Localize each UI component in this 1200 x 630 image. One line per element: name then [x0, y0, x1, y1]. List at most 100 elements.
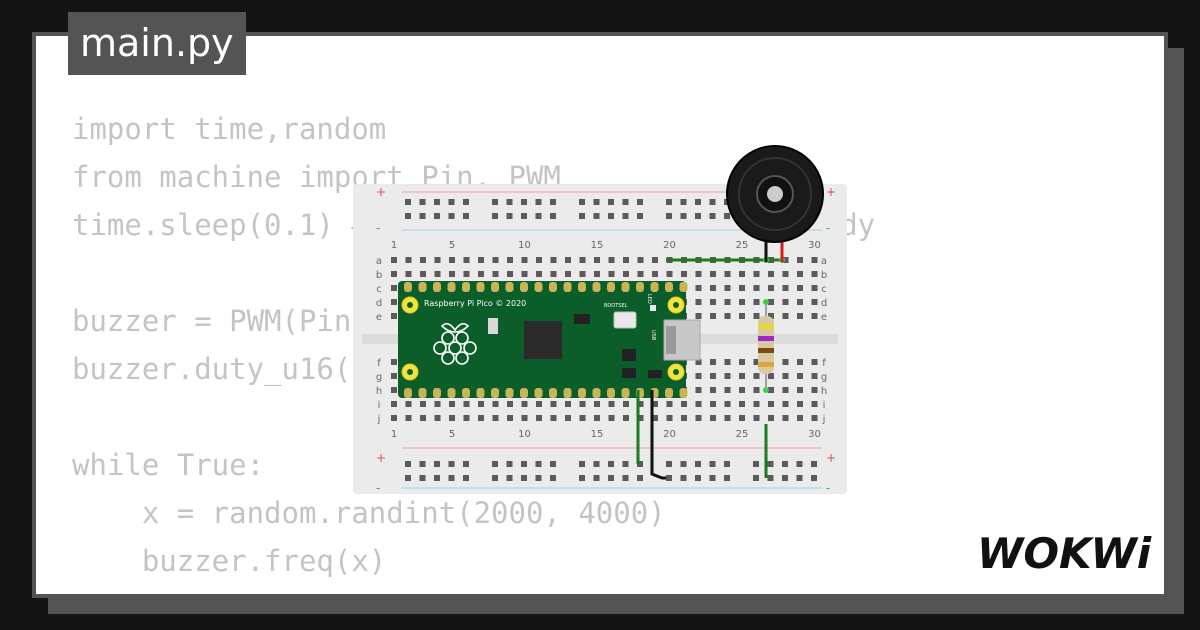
breadboard-hole[interactable]	[579, 257, 586, 263]
breadboard-hole[interactable]	[535, 475, 542, 481]
breadboard-hole[interactable]	[695, 299, 702, 305]
breadboard-hole[interactable]	[463, 199, 469, 205]
breadboard-hole[interactable]	[797, 387, 803, 393]
breadboard-hole[interactable]	[739, 285, 745, 291]
breadboard-hole[interactable]	[695, 387, 702, 393]
breadboard-hole[interactable]	[579, 213, 585, 219]
breadboard-hole[interactable]	[434, 257, 441, 263]
breadboard-hole[interactable]	[434, 213, 440, 219]
breadboard-hole[interactable]	[768, 401, 774, 407]
breadboard-hole[interactable]	[811, 257, 818, 263]
breadboard-hole[interactable]	[681, 415, 687, 421]
breadboard-hole[interactable]	[608, 475, 614, 481]
breadboard-hole[interactable]	[492, 213, 498, 219]
breadboard-hole[interactable]	[739, 373, 745, 379]
breadboard-hole[interactable]	[797, 313, 803, 319]
wire-ground[interactable]	[650, 390, 666, 480]
breadboard-hole[interactable]	[405, 401, 412, 407]
breadboard-hole[interactable]	[796, 475, 803, 481]
breadboard-hole[interactable]	[695, 199, 701, 205]
breadboard-hole[interactable]	[709, 475, 716, 481]
breadboard-hole[interactable]	[420, 257, 426, 263]
breadboard-hole[interactable]	[652, 271, 658, 277]
breadboard-hole[interactable]	[420, 271, 426, 277]
breadboard-hole[interactable]	[753, 475, 759, 481]
breadboard-hole[interactable]	[811, 401, 818, 407]
breadboard-hole[interactable]	[521, 213, 527, 219]
breadboard-hole[interactable]	[681, 401, 687, 407]
breadboard-hole[interactable]	[695, 285, 702, 291]
breadboard-hole[interactable]	[434, 415, 441, 421]
breadboard-hole[interactable]	[724, 313, 731, 319]
breadboard-hole[interactable]	[623, 271, 629, 277]
breadboard-hole[interactable]	[521, 271, 528, 277]
breadboard-hole[interactable]	[506, 461, 513, 467]
breadboard-hole[interactable]	[768, 271, 774, 277]
breadboard-hole[interactable]	[593, 475, 600, 481]
breadboard-hole[interactable]	[492, 475, 498, 481]
breadboard-hole[interactable]	[623, 401, 629, 407]
breadboard-hole[interactable]	[622, 213, 629, 219]
breadboard-hole[interactable]	[782, 461, 788, 467]
breadboard-hole[interactable]	[405, 415, 412, 421]
breadboard-hole[interactable]	[666, 415, 673, 421]
breadboard-hole[interactable]	[811, 475, 817, 481]
breadboard-hole[interactable]	[782, 299, 789, 305]
breadboard-hole[interactable]	[550, 475, 556, 481]
breadboard-hole[interactable]	[492, 199, 498, 205]
breadboard-hole[interactable]	[811, 387, 818, 393]
breadboard-hole[interactable]	[550, 271, 557, 277]
breadboard-hole[interactable]	[565, 271, 571, 277]
breadboard-hole[interactable]	[478, 401, 484, 407]
breadboard-hole[interactable]	[405, 461, 411, 467]
bootsel-button[interactable]	[613, 311, 637, 329]
raspberry-pi-pico[interactable]: Raspberry Pi Pico © 2020 BOOTSEL LED USB	[398, 281, 701, 398]
breadboard-hole[interactable]	[521, 199, 527, 205]
breadboard-hole[interactable]	[448, 475, 455, 481]
breadboard-hole[interactable]	[594, 271, 600, 277]
breadboard-hole[interactable]	[637, 461, 643, 467]
breadboard-hole[interactable]	[753, 285, 760, 291]
breadboard-hole[interactable]	[550, 415, 557, 421]
breadboard-hole[interactable]	[608, 415, 615, 421]
breadboard-hole[interactable]	[768, 299, 774, 305]
breadboard-hole[interactable]	[666, 199, 672, 205]
breadboard-hole[interactable]	[739, 415, 745, 421]
breadboard-hole[interactable]	[478, 257, 484, 263]
breadboard-hole[interactable]	[695, 415, 702, 421]
breadboard-hole[interactable]	[811, 313, 818, 319]
breadboard-hole[interactable]	[434, 475, 440, 481]
breadboard-hole[interactable]	[391, 285, 397, 291]
breadboard-hole[interactable]	[608, 271, 615, 277]
breadboard-hole[interactable]	[710, 387, 716, 393]
breadboard-hole[interactable]	[593, 199, 600, 205]
breadboard-hole[interactable]	[797, 285, 803, 291]
breadboard-hole[interactable]	[449, 415, 455, 421]
breadboard-hole[interactable]	[695, 359, 702, 365]
breadboard-hole[interactable]	[507, 271, 513, 277]
breadboard-hole[interactable]	[724, 299, 731, 305]
breadboard-hole[interactable]	[768, 387, 774, 393]
breadboard-hole[interactable]	[463, 415, 470, 421]
breadboard-hole[interactable]	[391, 387, 397, 393]
breadboard-hole[interactable]	[448, 199, 455, 205]
breadboard-hole[interactable]	[579, 271, 586, 277]
breadboard-hole[interactable]	[594, 415, 600, 421]
breadboard-hole[interactable]	[782, 415, 789, 421]
breadboard-hole[interactable]	[797, 257, 803, 263]
resistor[interactable]	[758, 304, 774, 390]
breadboard-hole[interactable]	[449, 271, 455, 277]
breadboard-hole[interactable]	[521, 257, 528, 263]
breadboard-hole[interactable]	[797, 359, 803, 365]
breadboard-hole[interactable]	[739, 359, 745, 365]
breadboard-hole[interactable]	[492, 401, 499, 407]
breadboard-hole[interactable]	[593, 213, 600, 219]
breadboard-hole[interactable]	[550, 213, 556, 219]
breadboard-hole[interactable]	[391, 415, 397, 421]
breadboard-hole[interactable]	[420, 415, 426, 421]
breadboard-hole[interactable]	[391, 257, 397, 263]
breadboard-hole[interactable]	[767, 475, 774, 481]
breadboard-hole[interactable]	[709, 199, 716, 205]
breadboard-hole[interactable]	[666, 401, 673, 407]
breadboard-hole[interactable]	[710, 271, 716, 277]
